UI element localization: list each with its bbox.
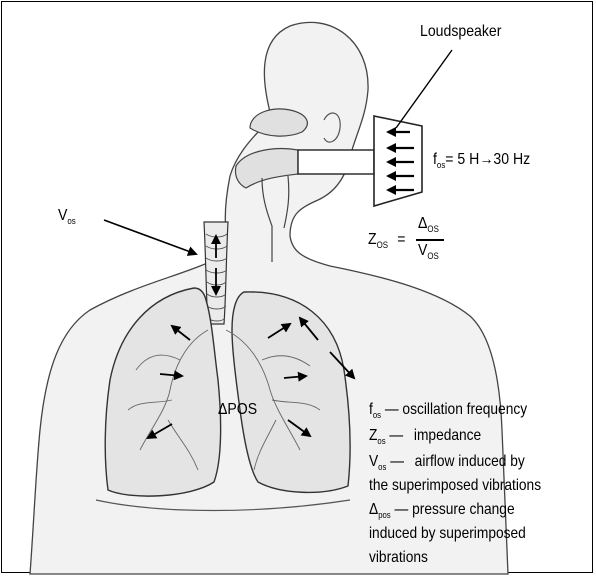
z-equals: = (397, 231, 405, 248)
legend-subscript: pos (378, 510, 390, 520)
legend-subscript: os (377, 436, 385, 446)
fraction-numerator: ΔOS (418, 216, 439, 232)
loudspeaker-leader (396, 50, 452, 128)
frequency-label: fos= 5 H→30 Hz (433, 152, 530, 168)
legend-item: Zos — impedance (369, 428, 481, 444)
legend-text: induced by superimposed (369, 525, 526, 542)
delta-pos-label: ΔPOS (218, 402, 257, 418)
z-symbol: Z (368, 231, 377, 248)
legend-dash: — (385, 401, 399, 418)
legend-item: the superimposed vibrations (369, 478, 541, 494)
freq-subscript: os (437, 160, 445, 170)
legend-item: vibrations (369, 550, 428, 566)
legend-text: oscillation frequency (402, 401, 527, 418)
legend-text: airflow induced by (415, 453, 525, 470)
impedance-symbol: ZOS = (368, 232, 405, 248)
mouthpiece-tube (298, 150, 374, 174)
vos-arrow (104, 220, 196, 254)
legend-item: fos — oscillation frequency (369, 402, 527, 418)
legend-dash: — (389, 427, 403, 444)
legend-symbol: Δ (369, 501, 378, 518)
vos-symbol: V (58, 207, 67, 224)
legend-item: induced by superimposed (369, 526, 526, 542)
z-subscript: OS (377, 240, 388, 250)
loudspeaker-label: Loudspeaker (420, 24, 501, 40)
den-symbol: V (418, 242, 427, 259)
legend-item: Δpos — pressure change (369, 502, 515, 518)
legend-dash: — (390, 453, 404, 470)
legend-dash: — (395, 501, 409, 518)
nasal-cavity (250, 109, 307, 136)
num-subscript: OS (427, 224, 438, 234)
num-symbol: Δ (418, 215, 427, 232)
legend-text: the superimposed vibrations (369, 477, 541, 494)
legend-subscript: os (378, 462, 386, 472)
vos-subscript: os (67, 216, 75, 226)
legend-symbol: V (369, 453, 378, 470)
vos-label: Vos (58, 208, 76, 224)
legend-text: pressure change (412, 501, 515, 518)
fraction-denominator: VOS (418, 243, 439, 259)
legend-symbol: Z (369, 427, 377, 444)
den-subscript: OS (427, 251, 438, 261)
legend-subscript: os (373, 410, 381, 420)
legend-text: impedance (414, 427, 481, 444)
freq-equation: = 5 H→30 Hz (445, 151, 530, 168)
fraction-bar (416, 239, 444, 241)
legend-item: Vos — airflow induced by (369, 454, 525, 470)
legend-text: vibrations (369, 549, 428, 566)
